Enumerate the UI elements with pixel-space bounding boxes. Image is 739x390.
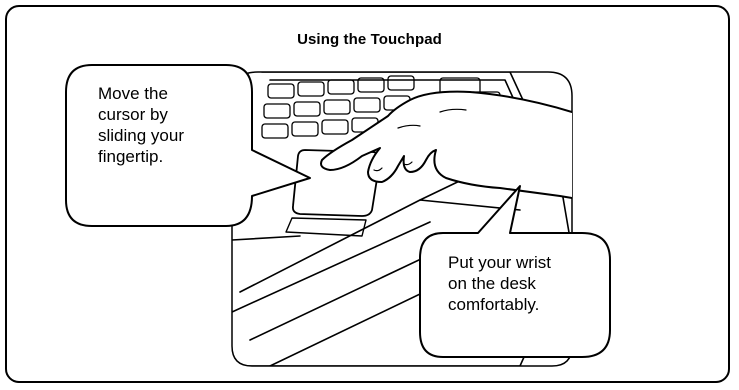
callout-text-move-cursor: Move the cursor by sliding your fingerti… bbox=[98, 83, 228, 167]
callout-text-wrist: Put your wrist on the desk comfortably. bbox=[448, 252, 588, 315]
